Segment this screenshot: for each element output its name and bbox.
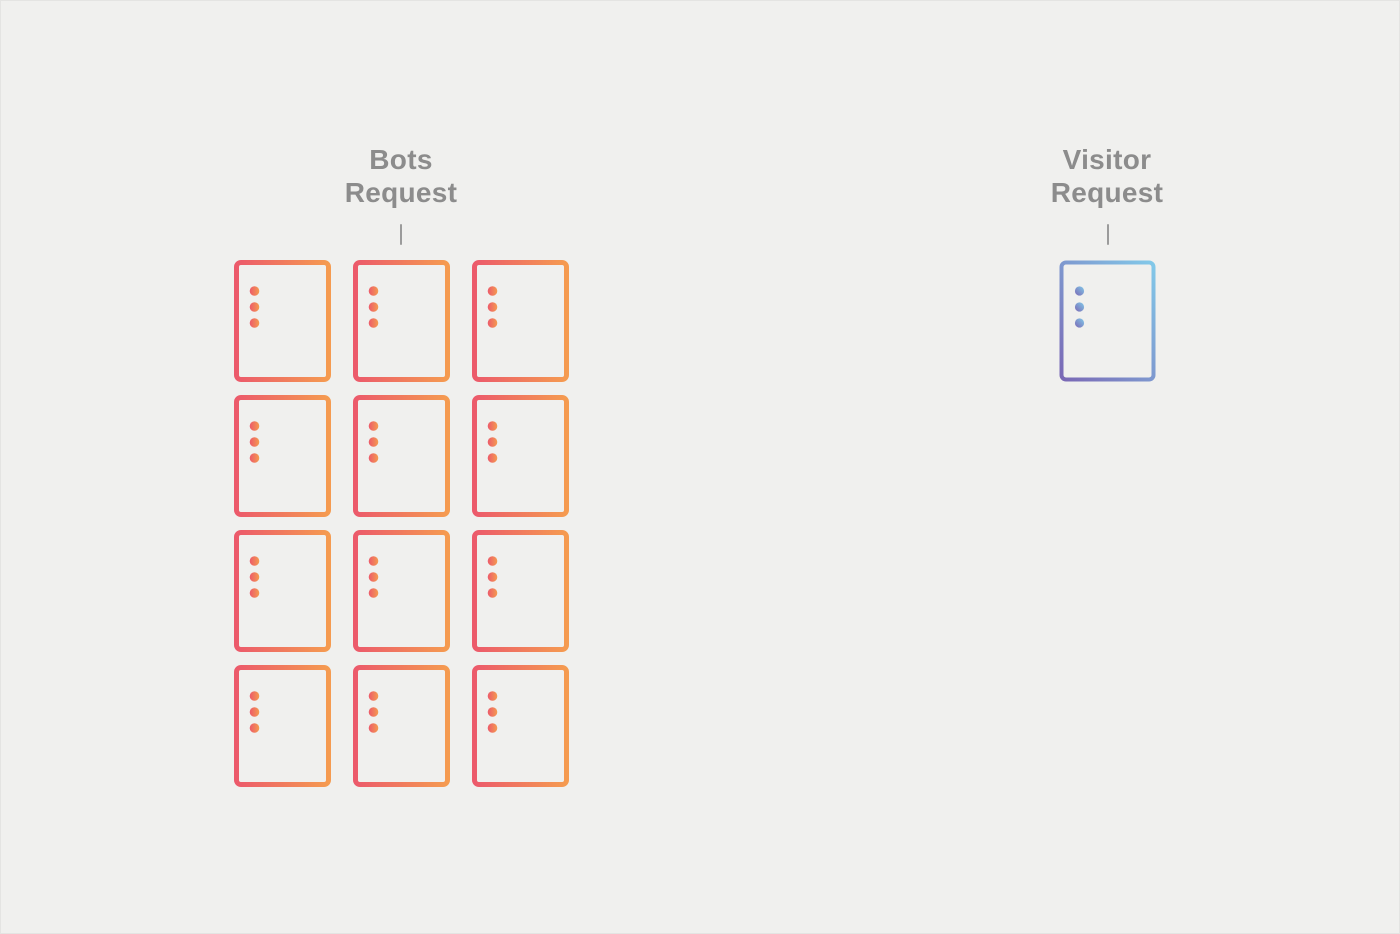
bots-connector-line [400, 224, 402, 245]
document-list-icon [234, 260, 331, 382]
document-list-icon [472, 665, 569, 787]
document-list-icon [353, 260, 450, 382]
visitor-document-container [1059, 260, 1156, 382]
document-list-icon [353, 530, 450, 652]
document-list-icon [234, 395, 331, 517]
document-list-icon [353, 395, 450, 517]
document-list-icon [234, 530, 331, 652]
document-list-icon [472, 395, 569, 517]
bots-request-label: Bots Request [344, 144, 458, 208]
document-list-icon [472, 260, 569, 382]
document-list-icon [472, 530, 569, 652]
visitor-request-label: Visitor Request [1050, 144, 1164, 208]
document-list-icon [353, 665, 450, 787]
bots-documents-grid [234, 260, 569, 787]
visitor-connector-line [1107, 224, 1109, 245]
document-list-icon [234, 665, 331, 787]
document-list-icon [1059, 260, 1156, 382]
